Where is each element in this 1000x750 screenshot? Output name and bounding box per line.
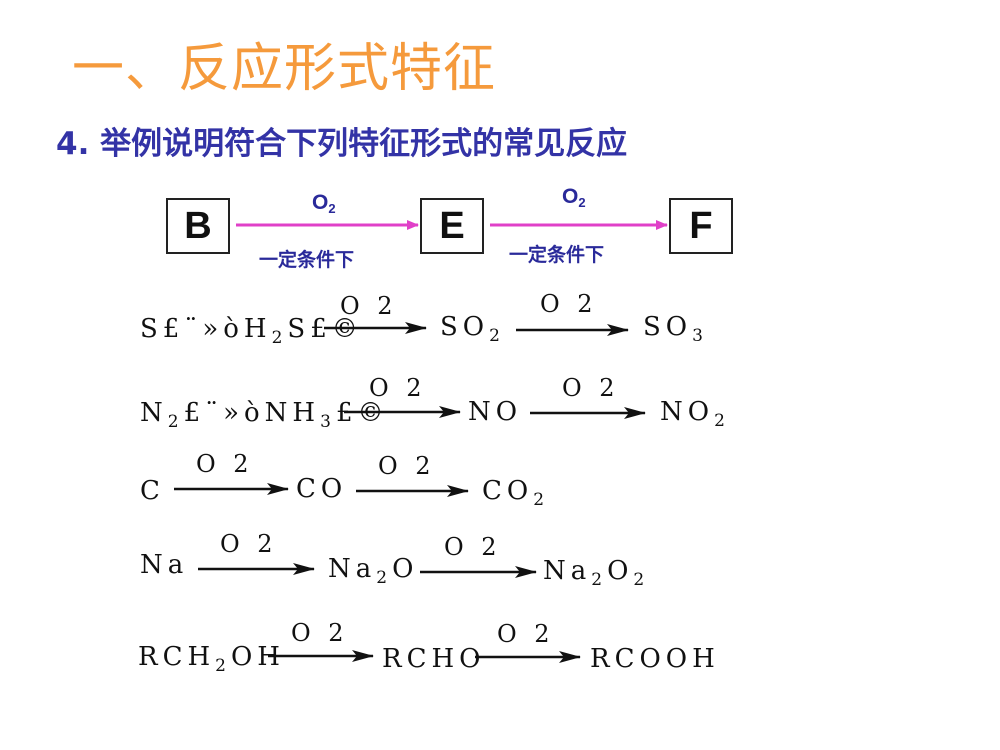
box-e: E — [420, 198, 484, 254]
formula-subscript: 3 — [320, 412, 336, 432]
rxn4-reagent-2: O 2 — [444, 533, 502, 561]
formula-text: £© — [335, 398, 389, 428]
rxn2-start: N2£¨»òNH3£© — [140, 398, 388, 432]
formula-text: NO — [468, 397, 523, 427]
rxn5-start: RCH2OH — [138, 642, 285, 676]
formula-subscript: 2 — [376, 568, 393, 588]
rxn3-reagent-2: O 2 — [378, 452, 436, 480]
scheme-reagent-2: O2 — [562, 185, 586, 210]
rxn1-end: SO3 — [643, 312, 708, 346]
rxn3-end: CO2 — [482, 476, 549, 510]
formula-text: S£© — [287, 314, 363, 344]
rxn2-reagent-1: O 2 — [369, 374, 427, 402]
rxn5-reagent-2: O 2 — [497, 620, 555, 648]
rxn3-start: C — [140, 476, 165, 506]
formula-text: Na — [543, 556, 592, 586]
formula-subscript: 2 — [533, 490, 550, 510]
formula-text: RCH — [138, 642, 216, 672]
scheme-condition-1: 一定条件下 — [259, 249, 355, 271]
formula-text: NO — [660, 397, 715, 427]
formula-subscript: 2 — [271, 328, 288, 348]
formula-subscript: 2 — [167, 412, 184, 432]
rxn2-reagent-2: O 2 — [562, 374, 620, 402]
rxn2-mid: NO — [468, 397, 522, 427]
rxn4-end: Na2O2 — [543, 556, 649, 590]
rxn4-start: Na — [140, 550, 188, 580]
formula-text: N — [140, 398, 168, 428]
slide-title: 一、反应形式特征 — [72, 39, 497, 99]
rxn1-reagent-1: O 2 — [340, 292, 398, 320]
formula-text: SO — [643, 312, 693, 342]
formula-text: CO — [296, 474, 348, 504]
formula-text: OH — [230, 642, 285, 672]
rxn1-mid: SO2 — [440, 312, 505, 346]
scheme-reagent-1: O2 — [312, 191, 336, 216]
formula-subscript: 3 — [692, 326, 708, 346]
formula-subscript: 2 — [489, 326, 505, 346]
formula-subscript: 2 — [633, 570, 650, 590]
rxn1-start: S£¨»òH2S£© — [140, 314, 363, 348]
rxn5-reagent-1: O 2 — [291, 619, 349, 647]
rxn4-reagent-1: O 2 — [220, 530, 278, 558]
box-f-label: F — [689, 204, 713, 247]
rxn3-mid: CO — [296, 474, 347, 504]
formula-text: SO — [440, 312, 490, 342]
formula-text: S£¨»òH — [140, 314, 272, 344]
slide-subtitle: 4. 举例说明符合下列特征形式的常见反应 — [56, 126, 628, 162]
box-f: F — [669, 198, 733, 254]
formula-text: £¨»òNH — [183, 398, 321, 428]
formula-text: O — [607, 556, 634, 586]
rxn5-mid: RCHO — [382, 644, 485, 674]
rxn2-end: NO2 — [660, 397, 730, 431]
rxn5-end: RCOOH — [590, 644, 720, 674]
box-b: B — [166, 198, 230, 254]
scheme-condition-2: 一定条件下 — [509, 244, 605, 266]
rxn4-mid: Na2O — [328, 554, 418, 588]
formula-text: RCOOH — [590, 644, 720, 674]
formula-text: Na — [328, 554, 377, 584]
formula-text: Na — [140, 550, 189, 580]
formula-subscript: 2 — [591, 570, 608, 590]
box-b-label: B — [184, 204, 212, 247]
rxn1-reagent-2: O 2 — [540, 290, 598, 318]
formula-subscript: 2 — [714, 411, 730, 431]
box-e-label: E — [439, 204, 465, 247]
formula-text: C — [140, 476, 165, 506]
formula-subscript: 2 — [215, 656, 231, 676]
formula-text: CO — [482, 476, 534, 506]
rxn3-reagent-1: O 2 — [196, 450, 254, 478]
formula-text: RCHO — [382, 644, 486, 674]
formula-text: O — [392, 554, 419, 584]
